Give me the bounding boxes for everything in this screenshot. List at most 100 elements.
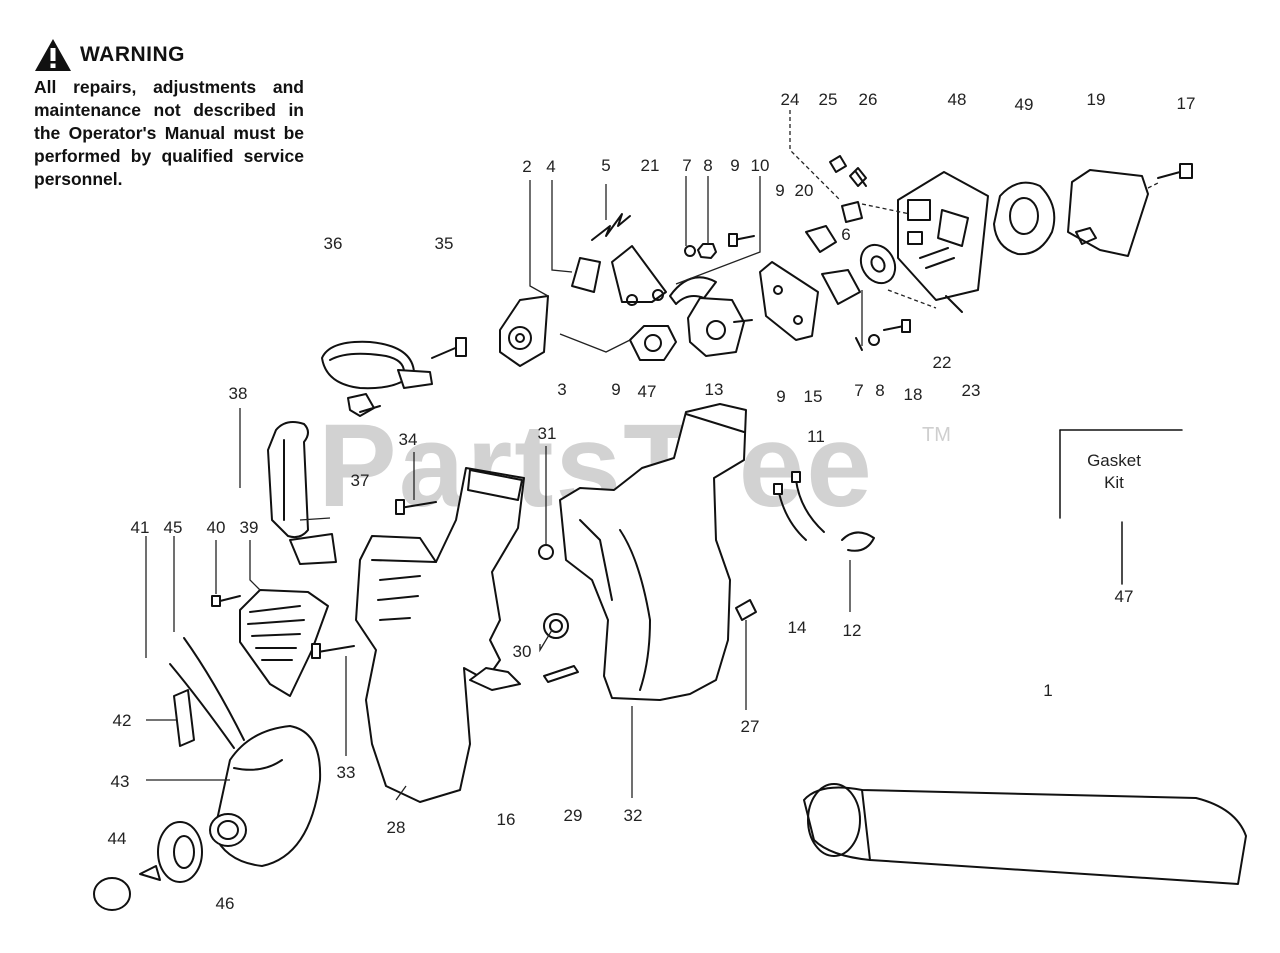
part-carb-adapter <box>499 295 549 367</box>
callout-c33: 33 <box>337 763 356 782</box>
part-cap-25 <box>829 155 847 173</box>
callout-c9a: 9 <box>730 156 739 175</box>
leader-39 <box>249 540 261 591</box>
callout-c2: 2 <box>522 157 531 176</box>
part-screw-34 <box>395 499 437 515</box>
callout-c26: 26 <box>859 90 878 109</box>
leader-30 <box>539 629 553 653</box>
gasket-kit-line1: Gasket <box>1087 451 1141 470</box>
callout-c9c: 9 <box>611 380 620 399</box>
gasket-kit-part-number: 47 <box>1114 587 1134 606</box>
callout-c7b: 7 <box>854 381 863 400</box>
leader-10 <box>675 176 761 285</box>
callout-c43: 43 <box>111 772 130 791</box>
callout-c37: 37 <box>351 471 370 490</box>
gasket-kit-bracket <box>1059 429 1183 585</box>
callout-c19: 19 <box>1087 90 1106 109</box>
part-fuel-filter-42 <box>173 689 195 747</box>
part-tank-neck <box>209 813 247 847</box>
callout-c7a: 7 <box>682 156 691 175</box>
callout-c27: 27 <box>741 717 760 736</box>
callout-c25: 25 <box>819 90 838 109</box>
callout-c31: 31 <box>538 424 557 443</box>
callout-c23: 23 <box>962 381 981 400</box>
callout-c6: 6 <box>841 225 850 244</box>
part-knob-37 <box>347 393 381 417</box>
part-clip-16 <box>469 667 521 691</box>
part-screw-9 <box>728 233 755 247</box>
part-screw-23 <box>945 295 963 313</box>
callout-c34: 34 <box>399 430 418 449</box>
part-trigger-20 <box>805 225 861 305</box>
callout-c41: 41 <box>131 518 150 537</box>
leader-4 <box>551 180 573 273</box>
part-switch-6 <box>841 201 863 223</box>
part-pin-29 <box>543 665 579 683</box>
callout-c13: 13 <box>705 380 724 399</box>
callout-c1: 1 <box>1043 681 1052 700</box>
leader-28 <box>395 785 407 801</box>
part-washer-7 <box>684 245 696 257</box>
callout-c5: 5 <box>601 156 610 175</box>
part-gear-30 <box>543 613 569 639</box>
part-hose-45 <box>169 637 245 749</box>
callout-c14: 14 <box>788 618 807 637</box>
part-lever-4 <box>571 257 601 293</box>
callout-c18: 18 <box>904 385 923 404</box>
callout-c44: 44 <box>108 829 127 848</box>
part-wire-11 <box>773 471 825 541</box>
part-carburetor <box>687 297 753 357</box>
part-grommet-31 <box>538 544 554 560</box>
callout-c40: 40 <box>207 518 226 537</box>
callout-c24: 24 <box>781 90 800 109</box>
warning-text: All repairs, adjustments and maintenance… <box>34 77 304 189</box>
callout-c46: 46 <box>216 894 235 913</box>
part-blower-tube-1 <box>803 783 1247 885</box>
warning-title: WARNING <box>80 43 185 66</box>
callout-c47: 47 <box>638 382 657 401</box>
part-nut-8 <box>697 243 717 259</box>
leader-22 <box>887 289 937 309</box>
callout-c36: 36 <box>324 234 343 253</box>
warning-header: WARNING <box>34 38 304 72</box>
part-clamp-36 <box>321 340 433 390</box>
callout-c3: 3 <box>557 380 566 399</box>
part-gasket-47 <box>629 325 677 361</box>
watermark-tm: TM <box>922 424 951 446</box>
leader-3-9 <box>559 333 631 353</box>
callout-c39: 39 <box>240 518 259 537</box>
leader-17 <box>1147 181 1161 189</box>
part-housing-48 <box>897 171 989 301</box>
part-shroud-39 <box>239 589 329 697</box>
callout-c12: 12 <box>843 621 862 640</box>
part-nut-8b <box>868 334 880 346</box>
part-washer-7b <box>855 337 863 351</box>
callout-c21: 21 <box>641 156 660 175</box>
part-blower-housing-28 <box>355 467 525 803</box>
part-clip-12 <box>841 531 875 552</box>
part-cover-19 <box>1067 169 1149 257</box>
part-screw-33 <box>311 643 355 659</box>
part-plate-15 <box>759 261 819 341</box>
callout-c38: 38 <box>229 384 248 403</box>
callout-c35: 35 <box>435 234 454 253</box>
part-cap-44 <box>93 865 161 911</box>
callout-c15: 15 <box>804 387 823 406</box>
callout-c32: 32 <box>624 806 643 825</box>
part-screw-40 <box>211 595 241 607</box>
callout-c42: 42 <box>113 711 132 730</box>
callout-c45: 45 <box>164 518 183 537</box>
part-screw-17 <box>1157 163 1193 179</box>
callout-c30: 30 <box>513 642 532 661</box>
leader-2 <box>529 180 549 297</box>
callout-c10: 10 <box>751 156 770 175</box>
callout-c48: 48 <box>948 90 967 109</box>
part-disc-22 <box>859 243 897 285</box>
gasket-kit-line2: Kit <box>1104 473 1124 492</box>
callout-c4: 4 <box>546 157 555 176</box>
callout-c9b: 9 <box>775 181 784 200</box>
callout-c16: 16 <box>497 810 516 829</box>
